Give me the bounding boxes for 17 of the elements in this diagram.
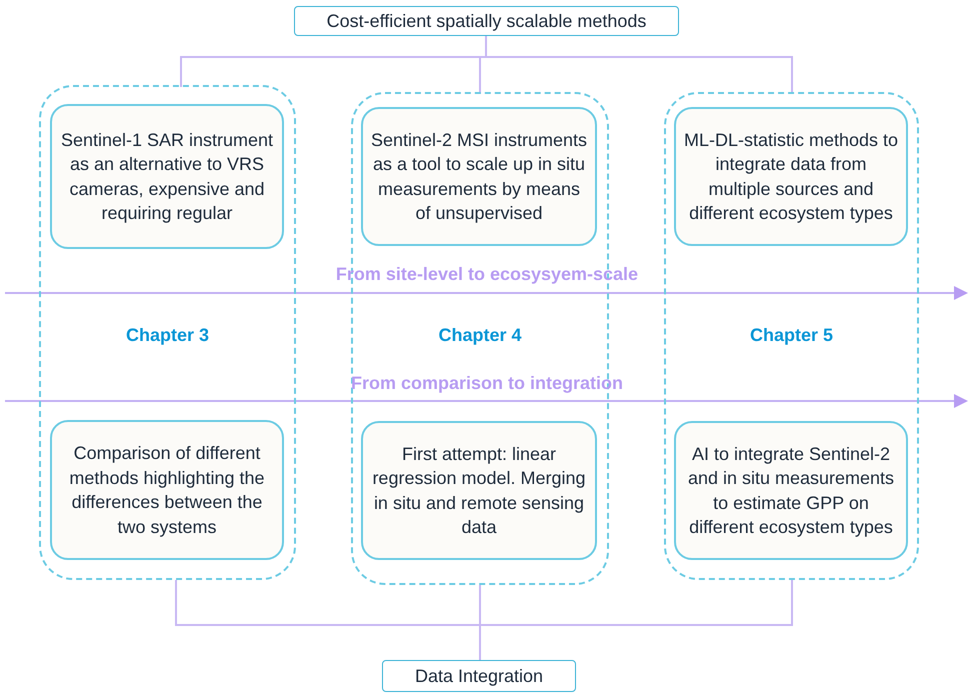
heading-box: Cost-efficient spatially scalable methods [294,6,679,36]
connector-line [485,36,793,94]
heading-box: Data Integration [382,660,576,692]
description-box: Sentinel-2 MSI instruments as a tool to scale up in situ measurements by means of unsupervised [361,107,597,246]
connector-line [479,580,793,660]
chapter-title: Chapter 3 [124,325,210,346]
chapter-panel [664,92,919,580]
chapter-title: Chapter 5 [748,325,834,346]
chapter-panel [39,85,296,580]
description-box: Sentinel-1 SAR instrument as an alternative to VRS cameras, expensive and requiring regular [50,104,284,249]
chapter-title: Chapter 4 [437,325,523,346]
description-box: ML-DL-statistic methods to integrate data from multiple sources and different ecosystem types [674,107,908,246]
description-box: Comparison of different methods highlighting the differences between the two systems [50,420,284,560]
description-box: AI to integrate Sentinel-2 and in situ measurements to estimate GPP on different ecosystem types [674,421,908,560]
description-box: First attempt: linear regression model. Merging in situ and remote sensing data [361,421,597,560]
direction-label: From comparison to integration [351,373,623,394]
direction-label: From site-level to ecosysyem-scale [336,264,638,285]
